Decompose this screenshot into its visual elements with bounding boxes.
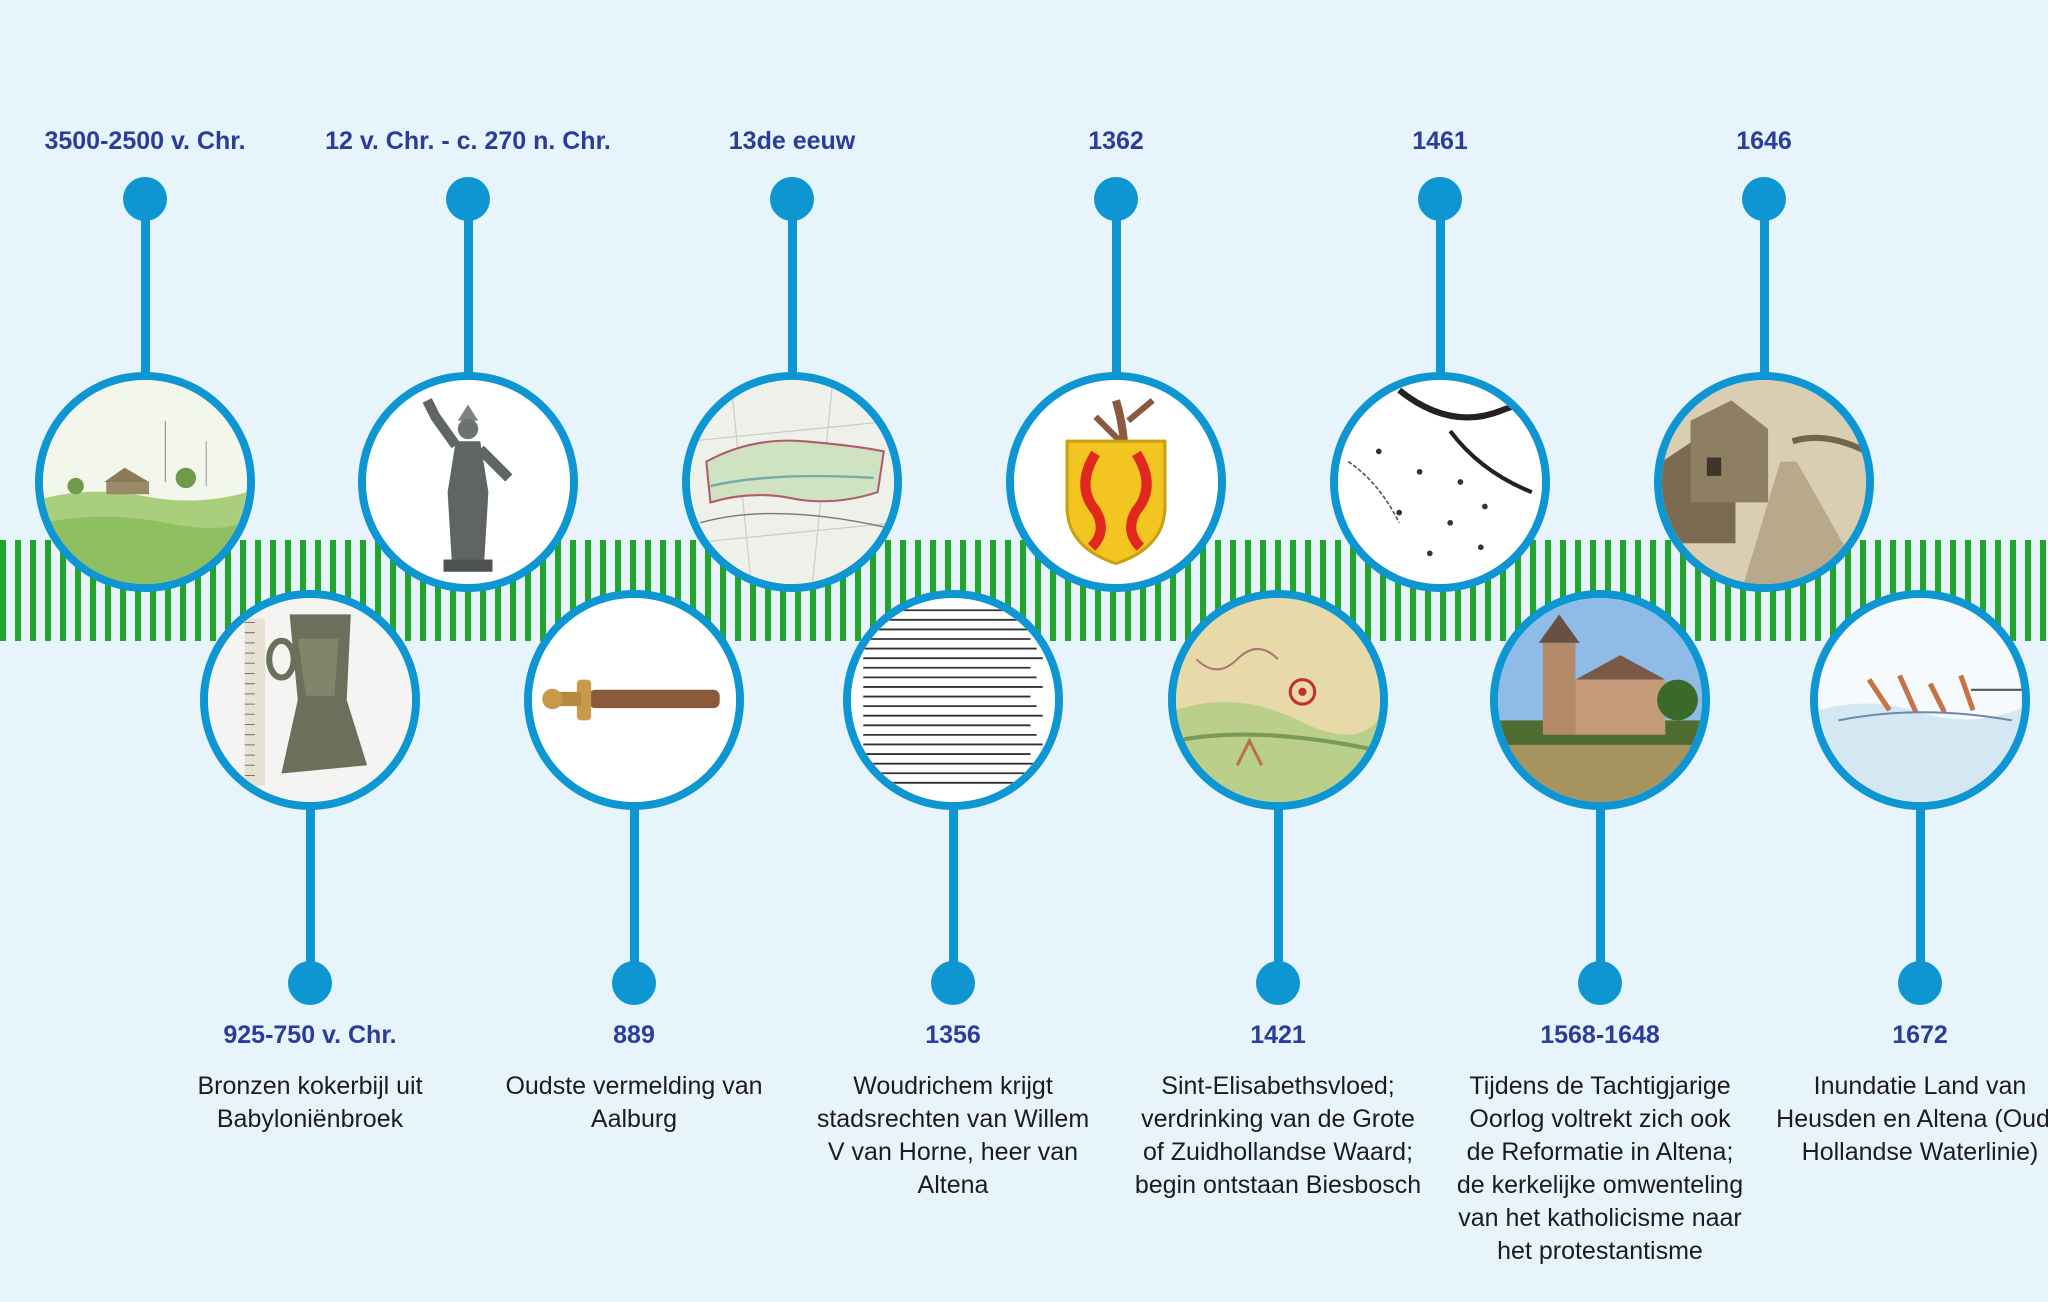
- timeline-dot: [1578, 961, 1622, 1005]
- coat-of-arms-image: [1014, 380, 1218, 584]
- event-date: 1646: [1736, 127, 1792, 155]
- event-date: 1421: [1250, 1021, 1306, 1049]
- event-date: 1672: [1892, 1021, 1948, 1049]
- waard-map-image: [690, 380, 894, 584]
- timeline-dot: [1256, 961, 1300, 1005]
- dike-road-photo-image: [1662, 380, 1866, 584]
- old-map-image: [1338, 380, 1542, 584]
- timeline-dot: [446, 177, 490, 221]
- timeline-dot: [1418, 177, 1462, 221]
- landscape-drawing-image: [35, 372, 255, 592]
- charter-document-image: [843, 590, 1063, 810]
- bronze-axe-image: [200, 590, 420, 810]
- coat-of-arms-image: [1006, 372, 1226, 592]
- sword-image: [524, 590, 744, 810]
- timeline-connector: [1273, 790, 1283, 985]
- flood-map-image: [1168, 590, 1388, 810]
- event-description: Sint-Elisabethsvloed; verdrinking van de…: [1134, 1072, 1422, 1199]
- flood-map-image: [1176, 598, 1380, 802]
- timeline-dot: [612, 961, 656, 1005]
- timeline-connector: [787, 200, 797, 380]
- timeline-connector: [140, 200, 150, 380]
- church-photo-image: [1498, 598, 1702, 802]
- timeline-connector: [629, 790, 639, 985]
- timeline-connector: [1435, 200, 1445, 380]
- event-date: 889: [613, 1021, 655, 1049]
- landscape-drawing-image: [43, 380, 247, 584]
- event-description: Inundatie Land van Heusden en Altena (Ou…: [1776, 1072, 2048, 1166]
- timeline-dot: [123, 177, 167, 221]
- event-date: 1356: [925, 1021, 981, 1049]
- event-date: 1362: [1088, 127, 1144, 155]
- waard-map-image: [682, 372, 902, 592]
- timeline-dot: [1742, 177, 1786, 221]
- timeline-dot: [288, 961, 332, 1005]
- event-date: 1461: [1412, 127, 1468, 155]
- timeline-dot: [770, 177, 814, 221]
- timeline-connector: [305, 790, 315, 985]
- timeline-dot: [1898, 961, 1942, 1005]
- old-map-image: [1330, 372, 1550, 592]
- event-date: 1568-1648: [1540, 1021, 1660, 1049]
- event-description: Oudste vermelding van Aalburg: [505, 1072, 763, 1133]
- dike-road-photo-image: [1654, 372, 1874, 592]
- roman-statuette-image: [366, 380, 570, 584]
- event-date: 3500-2500 v. Chr.: [44, 127, 246, 155]
- event-description: Bronzen kokerbijl uit Babyloniënbroek: [197, 1072, 423, 1133]
- timeline-connector: [1759, 200, 1769, 380]
- church-photo-image: [1490, 590, 1710, 810]
- sword-image: [532, 598, 736, 802]
- roman-statuette-image: [358, 372, 578, 592]
- inundation-drawing-image: [1810, 590, 2030, 810]
- timeline-connector: [1915, 790, 1925, 985]
- timeline-connector: [1595, 790, 1605, 985]
- timeline-connector: [948, 790, 958, 985]
- timeline-connector: [1111, 200, 1121, 380]
- timeline-dot: [931, 961, 975, 1005]
- timeline-dot: [1094, 177, 1138, 221]
- charter-document-image: [851, 598, 1055, 802]
- bronze-axe-image: [208, 598, 412, 802]
- inundation-drawing-image: [1818, 598, 2022, 802]
- event-date: 925-750 v. Chr.: [223, 1021, 397, 1049]
- timeline-connector: [463, 200, 473, 380]
- event-description: Woudrichem krijgt stadsrechten van Wille…: [816, 1072, 1090, 1199]
- event-description: Tijdens de Tachtigjarige Oorlog voltrekt…: [1456, 1072, 1744, 1265]
- event-date: 13de eeuw: [728, 127, 856, 155]
- event-date: 12 v. Chr. - c. 270 n. Chr.: [325, 127, 611, 155]
